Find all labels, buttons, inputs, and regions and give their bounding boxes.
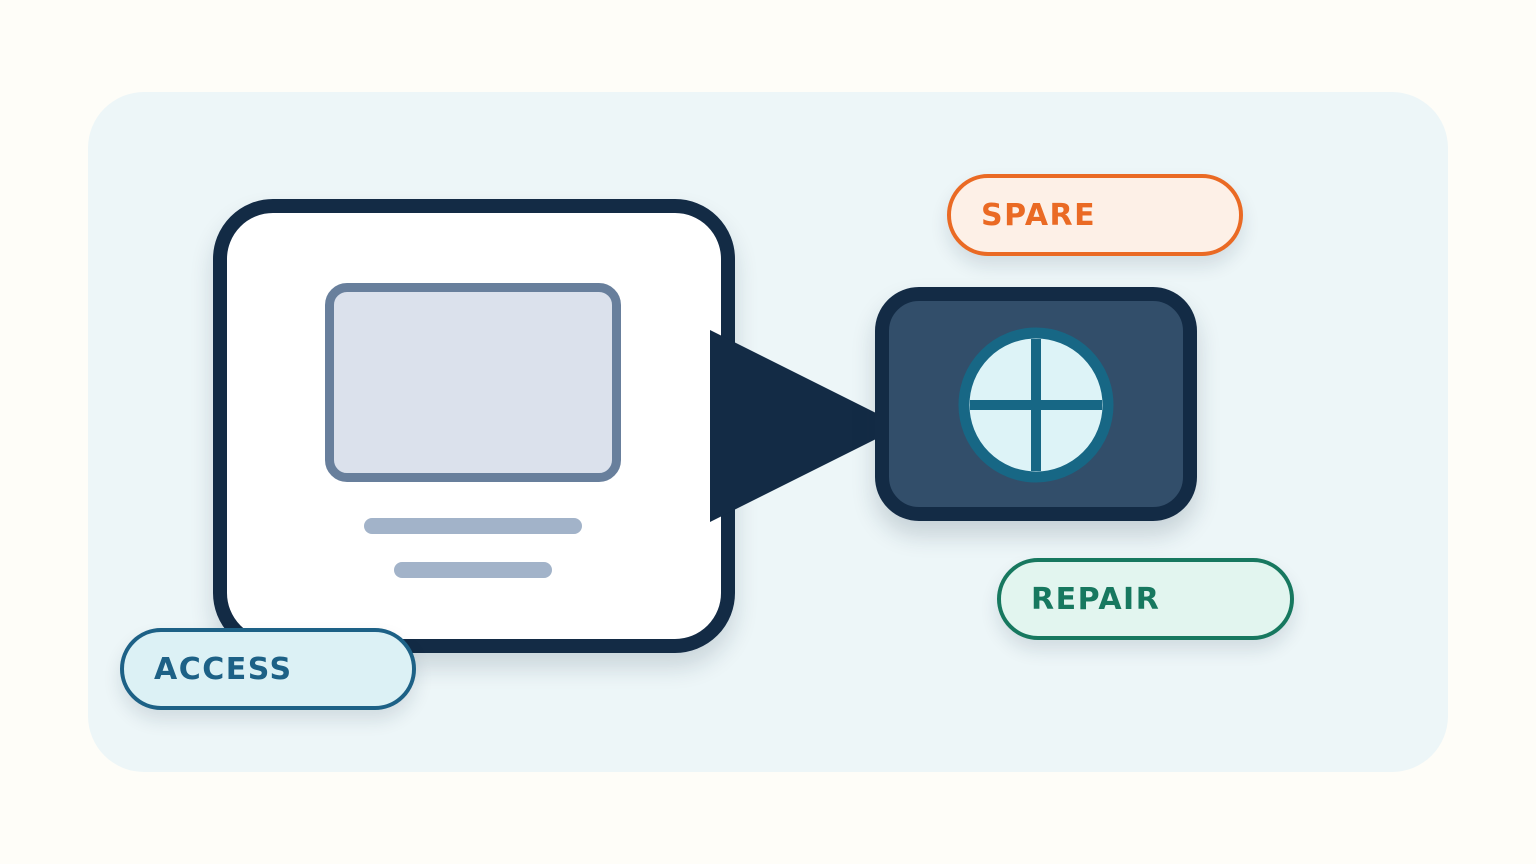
access-label-text: ACCESS: [154, 651, 293, 687]
part-card: [875, 287, 1197, 521]
monitor-icon: [325, 283, 621, 482]
device-card: [213, 199, 735, 653]
arrow-right-icon: [710, 330, 902, 522]
device-text-line: [394, 562, 552, 578]
repair-label: REPAIR: [997, 558, 1294, 640]
repair-label-text: REPAIR: [1031, 581, 1161, 617]
spare-label: SPARE: [947, 174, 1243, 256]
access-label: ACCESS: [120, 628, 416, 710]
spare-label-text: SPARE: [981, 197, 1097, 233]
device-text-line: [364, 518, 582, 534]
crosshair-circle-icon: [958, 327, 1114, 483]
